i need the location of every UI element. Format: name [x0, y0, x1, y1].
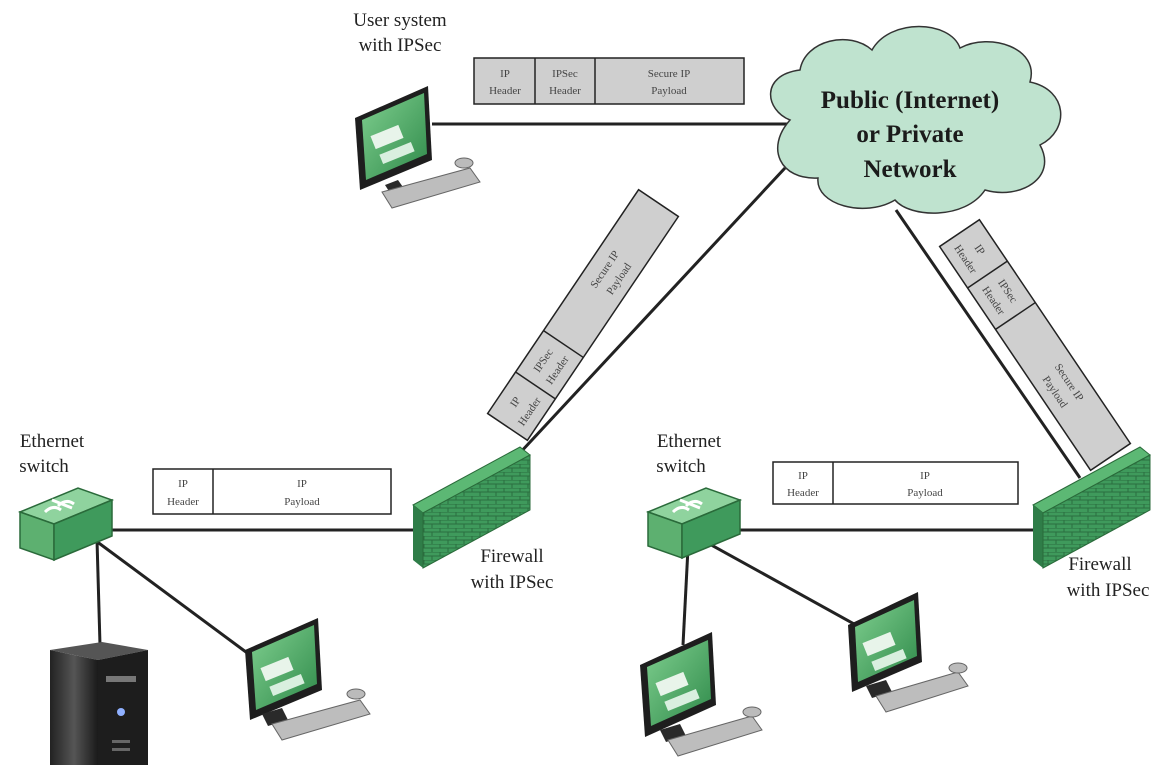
- user-system-label-line-2: with IPSec: [359, 35, 442, 56]
- packet-left-plain: IP Header IP Payload: [152, 468, 392, 515]
- cloud-label-line-3: Network: [863, 156, 956, 183]
- packet-right-plain: IP Header IP Payload: [772, 461, 1019, 505]
- left-site: Ethernet switch: [17, 431, 554, 765]
- packet-left-ip-header-2: Header: [167, 496, 199, 508]
- packet-left-ip-header-1: IP: [178, 478, 188, 490]
- desktop-computer-icon: [355, 86, 481, 209]
- packet-top-payload-1: Secure IP: [648, 68, 690, 80]
- right-firewall-label-line-1: Firewall: [1068, 554, 1131, 575]
- cloud-label-line-2: or Private: [856, 121, 963, 148]
- cloud-label-line-1: Public (Internet): [821, 87, 999, 114]
- link-right-switch-to-pc-b: [705, 540, 857, 627]
- left-switch-label-line-2: switch: [19, 456, 69, 477]
- ethernet-switch-icon: [17, 487, 115, 562]
- link-left-switch-to-server: [95, 539, 102, 646]
- packet-top-ipsec-header-2: Header: [549, 85, 581, 97]
- packet-top-secure: IP Header IPSec Header Secure IP Payload: [473, 57, 745, 105]
- desktop-computer-icon: [245, 618, 371, 741]
- left-firewall-label-line-2: with IPSec: [471, 572, 554, 593]
- packet-top-ip-header-2: Header: [489, 85, 521, 97]
- server-tower-icon: [50, 642, 148, 765]
- firewall-icon: [1032, 446, 1151, 569]
- left-firewall-label-line-1: Firewall: [480, 546, 543, 567]
- packet-left-payload-1: IP: [297, 478, 307, 490]
- link-cloud-to-left-firewall: [516, 166, 787, 457]
- packet-top-ipsec-header-1: IPSec: [552, 68, 578, 80]
- network-cloud: Public (Internet) or Private Network: [769, 25, 1062, 214]
- connection-lines: [91, 122, 1082, 657]
- right-firewall-label-line-2: with IPSec: [1067, 580, 1150, 601]
- desktop-computer-icon: [848, 592, 969, 713]
- packet-top-payload-2: Payload: [651, 85, 687, 97]
- right-switch-label-line-2: switch: [656, 456, 706, 477]
- user-system: User system with IPSec: [353, 10, 481, 209]
- packet-left-payload-2: Payload: [284, 496, 320, 508]
- link-left-switch-to-pc: [91, 536, 251, 657]
- ethernet-switch-icon: [645, 487, 743, 560]
- right-site: Ethernet switch: [640, 431, 1151, 757]
- packet-right-plain-ip-header-1: IP: [798, 470, 808, 482]
- packet-right-plain-payload-2: Payload: [907, 487, 943, 499]
- packet-right-plain-ip-header-2: Header: [787, 487, 819, 499]
- packet-top-ip-header-1: IP: [500, 68, 510, 80]
- firewall-icon: [412, 446, 531, 569]
- packet-right-diagonal-secure: IP Header IPSec Header Secure IP Payload: [938, 218, 1132, 472]
- user-system-label-line-1: User system: [353, 10, 447, 31]
- left-switch-label-line-1: Ethernet: [20, 431, 85, 452]
- link-cloud-to-right-firewall: [894, 209, 1082, 479]
- right-switch-label-line-1: Ethernet: [657, 431, 722, 452]
- link-right-switch-to-pc-a: [681, 547, 690, 646]
- packet-right-plain-payload-1: IP: [920, 470, 930, 482]
- desktop-computer-icon: [640, 632, 763, 757]
